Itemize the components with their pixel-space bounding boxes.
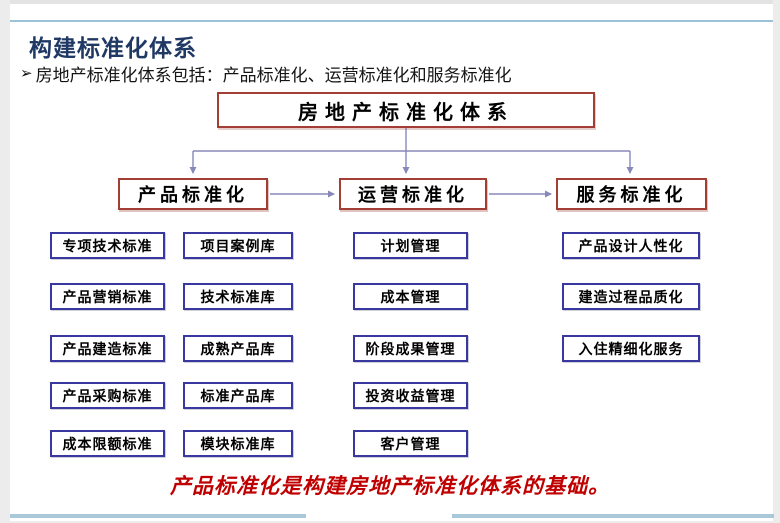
node-box: 成熟产品库 xyxy=(183,335,293,362)
footer-rule-left xyxy=(10,514,306,518)
node-box: 入住精细化服务 xyxy=(562,335,700,362)
node-box: 阶段成果管理 xyxy=(353,335,468,362)
page-title: 构建标准化体系 xyxy=(29,36,197,62)
bullet-line: ➢ 房地产标准化体系包括：产品标准化、运营标准化和服务标准化 xyxy=(20,61,512,87)
root-node: 房地产标准化体系 xyxy=(217,92,595,128)
bullet-arrow-icon: ➢ xyxy=(20,64,33,82)
header-rule xyxy=(10,20,773,22)
node-box: 投资收益管理 xyxy=(353,382,468,409)
node-box: 模块标准库 xyxy=(183,430,293,457)
slide-edge-right xyxy=(773,0,780,523)
node-box: 成本管理 xyxy=(353,283,468,310)
node-box: 标准产品库 xyxy=(183,382,293,409)
footer-rule-right xyxy=(452,514,774,518)
slide-edge-top xyxy=(0,0,780,4)
node-box: 项目案例库 xyxy=(183,232,293,259)
node-box: 建造过程品质化 xyxy=(562,283,700,310)
slide-edge-left xyxy=(0,0,10,523)
node-box: 产品营销标准 xyxy=(50,283,165,310)
branch-operation-standardization: 运营标准化 xyxy=(339,178,487,210)
branch-product-standardization: 产品标准化 xyxy=(118,178,268,210)
node-box: 技术标准库 xyxy=(183,283,293,310)
node-box: 产品建造标准 xyxy=(50,335,165,362)
node-box: 计划管理 xyxy=(353,232,468,259)
node-box: 成本限额标准 xyxy=(50,430,165,457)
bullet-text: 房地产标准化体系包括：产品标准化、运营标准化和服务标准化 xyxy=(35,66,512,86)
node-box: 产品采购标准 xyxy=(50,382,165,409)
node-box: 专项技术标准 xyxy=(50,232,165,259)
node-box: 客户管理 xyxy=(353,430,468,457)
footer-note: 产品标准化是构建房地产标准化体系的基础。 xyxy=(170,474,610,498)
branch-service-standardization: 服务标准化 xyxy=(556,178,707,210)
slide-edge-bottom xyxy=(0,521,780,523)
node-box: 产品设计人性化 xyxy=(562,232,700,259)
